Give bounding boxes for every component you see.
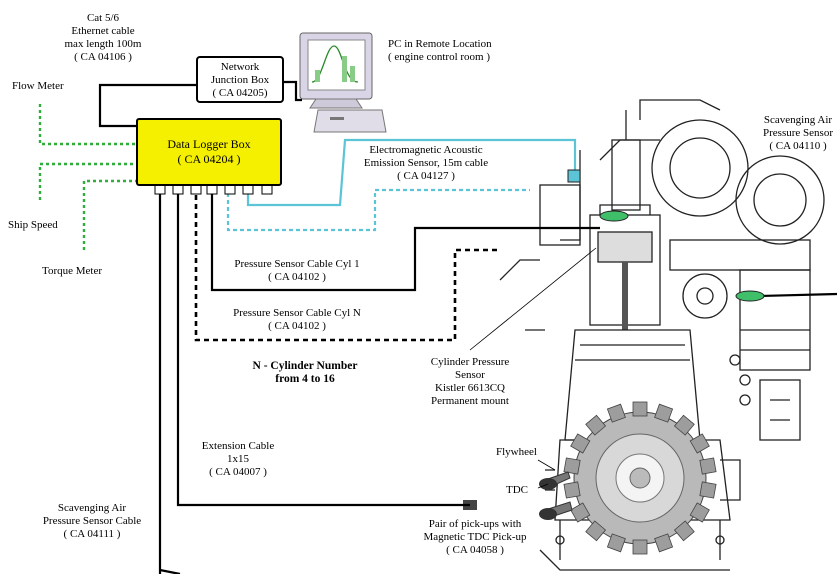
cyln-cable-label: Pressure Sensor Cable Cyl N( CA 04102 ) bbox=[222, 307, 372, 333]
turbocharger-inner bbox=[670, 138, 730, 198]
piston bbox=[598, 232, 652, 262]
ethernet-cable-pc bbox=[284, 82, 302, 100]
torque-meter-cable bbox=[84, 181, 136, 250]
data-logger-box: Data Logger Box ( CA 04204 ) bbox=[136, 118, 282, 186]
torque-meter-label: Torque Meter bbox=[42, 265, 102, 278]
flywheel-gear bbox=[564, 402, 716, 554]
cyl1-cable-label: Pressure Sensor Cable Cyl 1( CA 04102 ) bbox=[222, 258, 372, 284]
pc-label: PC in Remote Location( engine control ro… bbox=[388, 38, 492, 64]
pc-icon bbox=[300, 33, 386, 132]
flow-meter-cable bbox=[40, 104, 136, 144]
tdc-label: TDC bbox=[506, 484, 528, 497]
scav-sensor-lead bbox=[760, 294, 837, 296]
flywheel-label: Flywheel bbox=[496, 446, 537, 459]
exhaust-valve bbox=[612, 140, 640, 210]
turbocharger-outer bbox=[652, 120, 748, 216]
ship-speed-label: Ship Speed bbox=[8, 219, 58, 232]
camshaft bbox=[683, 274, 727, 318]
scavenging-receiver bbox=[736, 156, 824, 244]
network-junction-box: Network Junction Box ( CA 04205) bbox=[196, 56, 284, 103]
flow-meter-label: Flow Meter bbox=[12, 80, 64, 93]
